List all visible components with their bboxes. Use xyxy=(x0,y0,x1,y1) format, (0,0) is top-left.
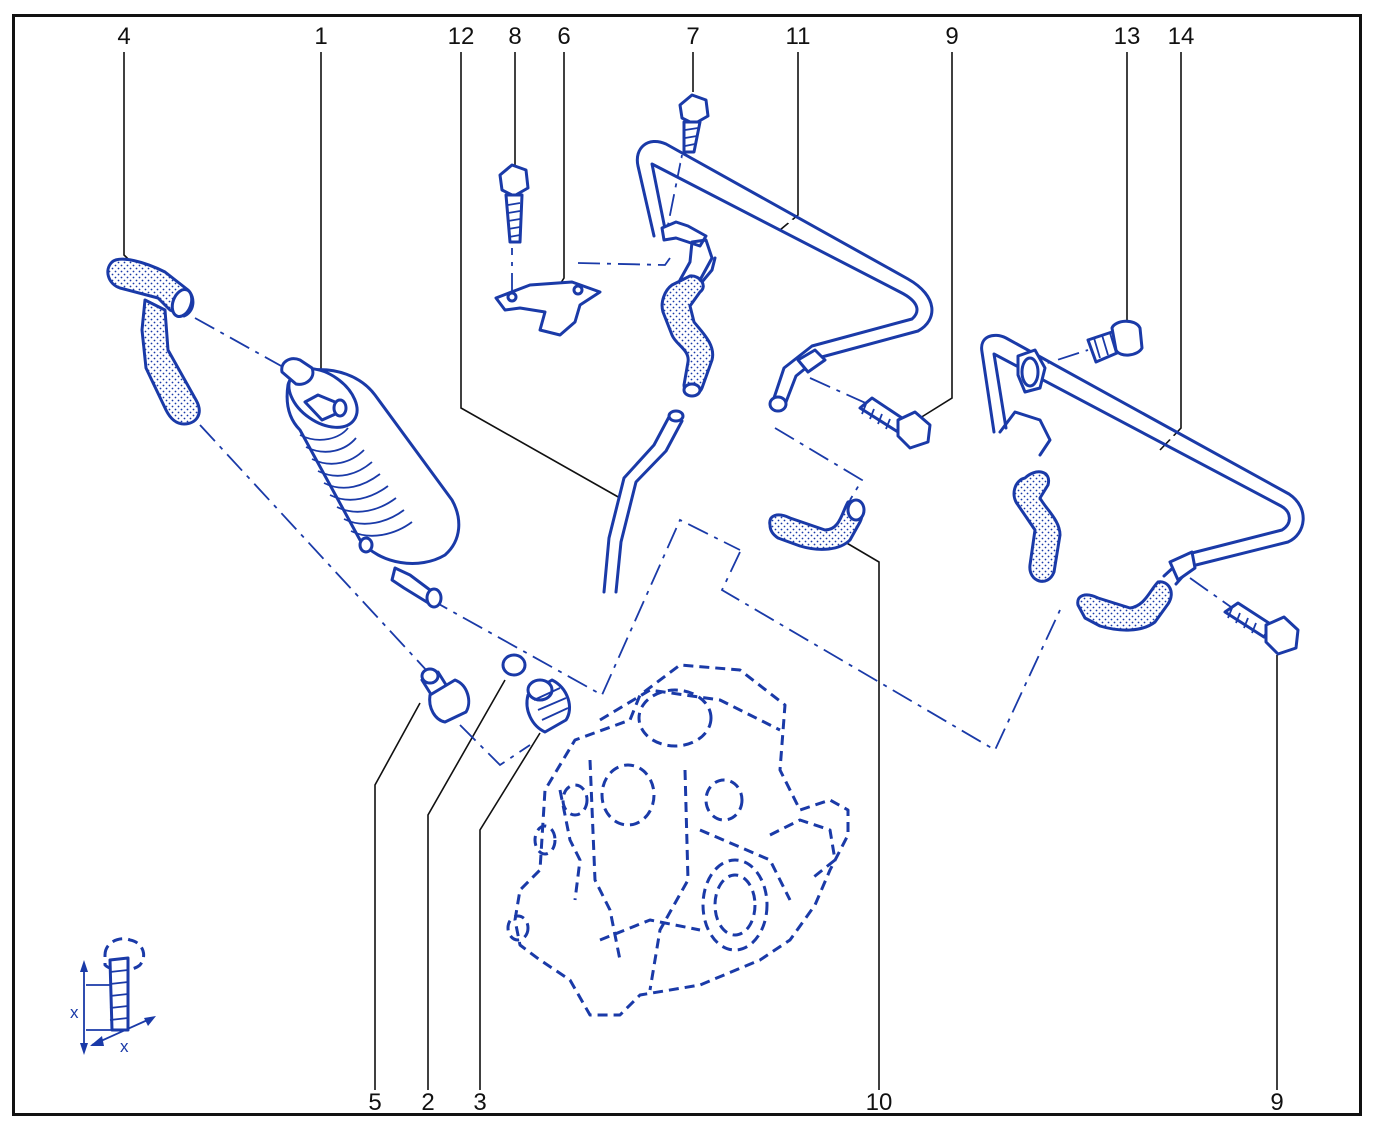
callout-7: 7 xyxy=(686,23,699,50)
pipe-assembly-part-11 xyxy=(635,140,934,413)
bolt-part-9-top xyxy=(858,396,932,450)
callout-5: 5 xyxy=(368,1089,381,1116)
diagram-frame xyxy=(12,14,1362,1116)
callout-13: 13 xyxy=(1114,23,1141,50)
bolt-part-8 xyxy=(498,163,530,244)
callout-4: 4 xyxy=(117,23,130,50)
callout-11: 11 xyxy=(786,23,811,50)
separator-ribs xyxy=(299,427,413,537)
torque-symbol: x x xyxy=(70,937,156,1056)
callout-10: 10 xyxy=(866,1089,893,1116)
callout-6: 6 xyxy=(557,23,570,50)
tube-part-12 xyxy=(602,409,685,595)
callout-12: 12 xyxy=(448,23,475,50)
fitting-part-5 xyxy=(420,667,471,724)
bolt-part-13 xyxy=(1086,319,1144,364)
hose-part-10 xyxy=(768,498,866,551)
callout-1: 1 xyxy=(314,23,327,50)
bracket-part-6 xyxy=(494,280,602,337)
leader-lines xyxy=(123,52,1278,1090)
torque-x-label-1: x xyxy=(70,1003,79,1022)
bolt-part-9-bottom xyxy=(1223,601,1300,656)
callout-9-top: 9 xyxy=(945,23,958,50)
bolt-part-7 xyxy=(678,93,710,154)
callout-2: 2 xyxy=(421,1089,434,1116)
torque-x-label-2: x xyxy=(120,1037,129,1056)
callout-8: 8 xyxy=(508,23,521,50)
assembly-lines xyxy=(194,154,1239,767)
separator-part-1 xyxy=(280,357,461,609)
callout-3: 3 xyxy=(473,1089,486,1116)
engine-block-outline xyxy=(506,663,850,1017)
pipe-assembly-part-14 xyxy=(980,333,1305,632)
callout-14: 14 xyxy=(1168,23,1195,50)
callout-9-bottom: 9 xyxy=(1270,1089,1283,1116)
o-ring-part-2 xyxy=(501,653,527,677)
hose-part-4 xyxy=(106,257,201,426)
callout-numbers: 4 1 12 8 6 7 11 9 13 14 5 2 3 10 9 xyxy=(117,23,1283,1116)
union-part-3 xyxy=(525,678,571,734)
